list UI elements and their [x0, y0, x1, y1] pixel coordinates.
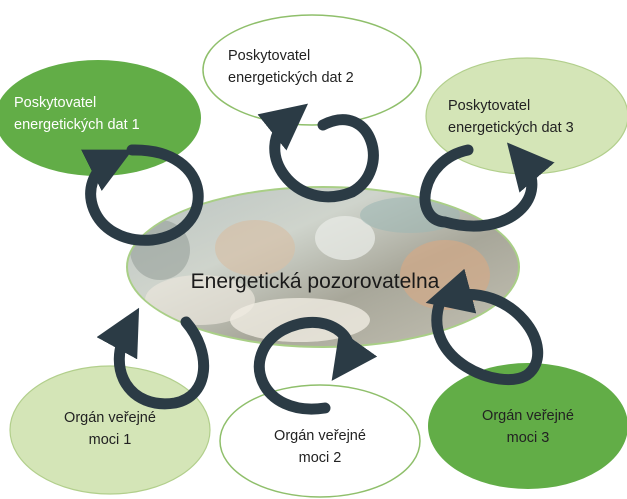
cycle-arrow-authority-3: [425, 268, 544, 385]
provider-label-3: Poskytovatel energetických dat 3: [448, 98, 574, 136]
authority-node-2: [219, 384, 421, 498]
provider-label-1: Poskytovatel energetických dat 1: [14, 95, 140, 133]
authority-label-2: Orgán veřejné moci 2: [274, 428, 366, 466]
cycle-arrow-authority-1: [96, 307, 210, 410]
provider-node-2: [202, 14, 422, 126]
cycle-arrow-provider-1: [80, 144, 204, 246]
authority-label-3: Orgán veřejné moci 3: [482, 408, 574, 446]
cycle-arrow-provider-3: [419, 142, 555, 232]
center-title: Energetická pozorovatelna: [190, 270, 440, 293]
center-hub: [126, 186, 520, 348]
provider-label-2: Poskytovatel energetických dat 2: [228, 48, 354, 86]
authority-node-1: [9, 365, 211, 495]
authority-label-1: Orgán veřejné moci 1: [64, 410, 156, 448]
authority-node-3: [428, 363, 627, 489]
cycle-arrow-provider-2: [257, 103, 379, 203]
cycle-arrow-authority-2: [253, 316, 378, 415]
